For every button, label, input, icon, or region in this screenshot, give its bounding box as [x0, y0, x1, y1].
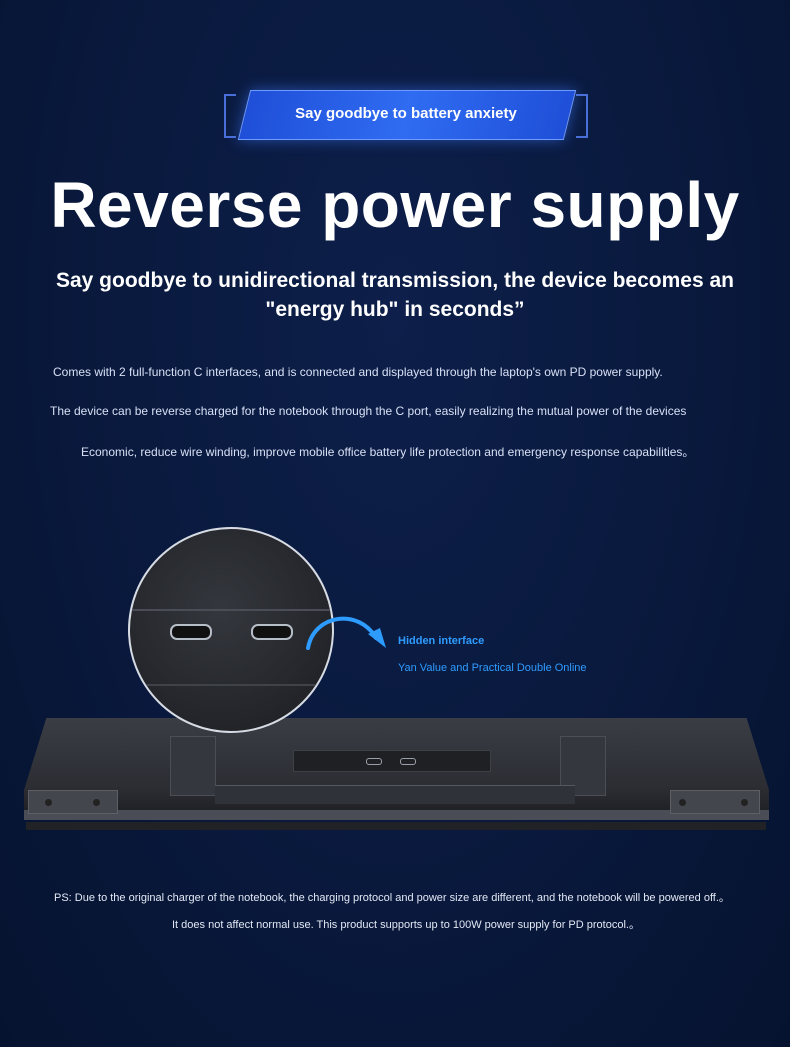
callout-label: Hidden interface	[398, 635, 485, 647]
product-illustration: Hidden interface Yan Value and Practical…	[0, 520, 790, 860]
port-zoom-circle	[128, 527, 334, 733]
usb-c-port-icon	[251, 624, 293, 640]
description-line: Economic, reduce wire winding, improve m…	[81, 445, 695, 459]
banner-text: Say goodbye to battery anxiety	[295, 105, 517, 122]
callout-sublabel: Yan Value and Practical Double Online	[398, 662, 587, 674]
zoom-edge-line	[130, 609, 332, 611]
page-title: Reverse power supply	[50, 169, 740, 241]
zoom-edge-line	[130, 684, 332, 686]
monitor-base	[26, 822, 766, 830]
usb-c-port-icon	[170, 624, 212, 640]
monitor-edge	[24, 810, 769, 820]
screw-icon	[93, 799, 100, 806]
page-subtitle: Say goodbye to unidirectional transmissi…	[55, 269, 734, 321]
screw-icon	[741, 799, 748, 806]
bracket-right	[670, 790, 760, 814]
screw-icon	[679, 799, 686, 806]
banner-bracket-right	[576, 94, 588, 138]
screw-icon	[45, 799, 52, 806]
banner-bracket-left	[224, 94, 236, 138]
note-line: It does not affect normal use. This prod…	[172, 919, 640, 931]
usb-c-port-icon	[366, 758, 382, 765]
port-recess	[293, 750, 491, 772]
description-line: The device can be reverse charged for th…	[50, 404, 687, 418]
stand-left	[170, 736, 216, 796]
hinge-panel	[215, 785, 575, 804]
banner: Say goodbye to battery anxiety	[224, 90, 588, 140]
bracket-left	[28, 790, 118, 814]
note-line: PS: Due to the original charger of the n…	[54, 892, 730, 904]
curved-arrow-icon	[306, 616, 386, 650]
usb-c-port-icon	[400, 758, 416, 765]
description-line: Comes with 2 full-function C interfaces,…	[53, 365, 663, 379]
